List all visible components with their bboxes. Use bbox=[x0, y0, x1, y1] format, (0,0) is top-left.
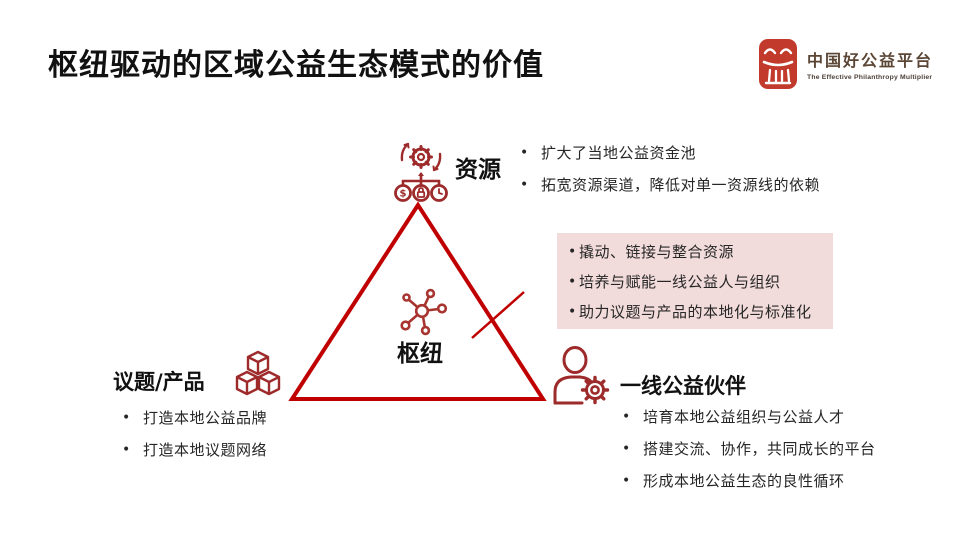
list-item: • 撬动、链接与整合资源 bbox=[568, 243, 735, 261]
resources-bullet-list: • 扩大了当地公益资金池 • 拓宽资源渠道，降低对单一资源线的依赖 bbox=[520, 143, 820, 207]
list-item: • 培育本地公益组织与公益人才 bbox=[622, 408, 845, 426]
logo-text: 中国好公益平台 The Effective Philanthropy Multi… bbox=[807, 47, 933, 81]
bullet-icon: • bbox=[520, 145, 529, 161]
list-item: • 形成本地公益生态的良性循环 bbox=[622, 472, 845, 490]
vertex-label-topics-products: 议题/产品 bbox=[113, 369, 205, 394]
bullet-icon: • bbox=[568, 304, 577, 320]
person-gear-icon bbox=[553, 346, 610, 405]
triangle-outline bbox=[288, 201, 547, 401]
list-item: • 助力议题与产品的本地化与标准化 bbox=[568, 303, 812, 321]
list-item: • 培养与赋能一线公益人与组织 bbox=[568, 273, 781, 291]
vertex-label-frontline-partners: 一线公益伙伴 bbox=[620, 373, 746, 398]
page-title: 枢纽驱动的区域公益生态模式的价值 bbox=[48, 48, 544, 83]
resources-gear-icon: $ bbox=[394, 142, 448, 202]
bullet-icon: • bbox=[622, 409, 631, 425]
bullet-icon: • bbox=[122, 410, 131, 426]
list-item: • 搭建交流、协作，共同成长的平台 bbox=[622, 440, 876, 458]
callout-connector-line bbox=[471, 291, 525, 339]
list-item: • 扩大了当地公益资金池 bbox=[520, 144, 697, 162]
center-label-hub: 枢纽 bbox=[397, 340, 443, 367]
bullet-icon: • bbox=[622, 441, 631, 457]
logo: 中国好公益平台 The Effective Philanthropy Multi… bbox=[758, 38, 933, 90]
callout-box: • 撬动、链接与整合资源 • 培养与赋能一线公益人与组织 • 助力议题与产品的本… bbox=[557, 233, 833, 329]
list-item: • 打造本地公益品牌 bbox=[122, 409, 268, 427]
bullet-icon: • bbox=[568, 244, 577, 260]
bullet-icon: • bbox=[122, 442, 131, 458]
bullet-icon: • bbox=[568, 274, 577, 290]
logo-name: 中国好公益平台 bbox=[807, 51, 934, 70]
logo-tagline: The Effective Philanthropy Multiplier bbox=[807, 74, 933, 81]
list-item: • 打造本地议题网络 bbox=[122, 441, 268, 459]
cubes-icon bbox=[235, 350, 281, 396]
hub-network-icon bbox=[400, 288, 448, 336]
bullet-icon: • bbox=[520, 177, 529, 193]
vertex-label-resources: 资源 bbox=[455, 156, 501, 183]
bullet-icon: • bbox=[622, 473, 631, 489]
list-item: • 拓宽资源渠道，降低对单一资源线的依赖 bbox=[520, 176, 821, 194]
topics-products-bullet-list: • 打造本地公益品牌 • 打造本地议题网络 bbox=[122, 408, 267, 472]
svg-text:$: $ bbox=[400, 189, 407, 200]
philanthropy-seal-icon bbox=[759, 39, 797, 89]
frontline-partners-bullet-list: • 培育本地公益组织与公益人才 • 搭建交流、协作，共同成长的平台 • 形成本地… bbox=[622, 407, 876, 503]
